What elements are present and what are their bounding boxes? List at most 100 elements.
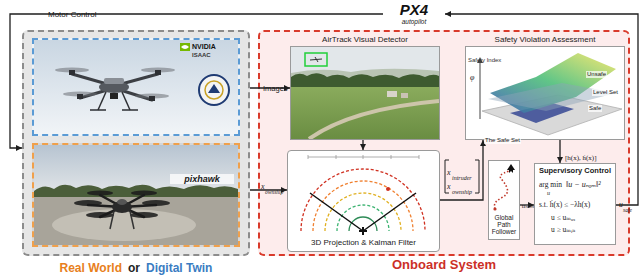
text-holder: ‖u − uₙₒₘ‖² [566,180,614,189]
art-ellipse [130,212,158,218]
logo-text: pixhawk [170,174,234,184]
signal-subscript: safe [623,207,632,213]
ruler [308,157,419,158]
edge-label-holder: uₙₒₘ [520,194,536,212]
text-holder: u ≤ uₘₐₓ [551,214,611,223]
formula-text: arg min [539,181,567,190]
seal-ring [205,81,223,99]
ground [34,197,238,245]
seal-emblem [208,84,220,93]
label-holder: x [261,175,265,193]
signal-label: [h(x), ḣ(x)] [565,154,597,162]
drone-camera [110,93,118,99]
building [387,91,397,97]
label-holder: [h(x), ḣ(x)] [565,146,597,164]
plot-annotation: Unsafe [586,71,607,78]
plot-annotation: The Safe Set [484,137,521,144]
edge-label-holder: Images [263,77,288,95]
hexacopter-legs [110,211,134,229]
art-ellipse [87,191,113,196]
axis [480,59,481,119]
nvidia-logo-mark [180,43,190,51]
art-rect [149,96,155,101]
state-symbol: x [447,168,451,177]
logo-text: PX4 [383,1,445,18]
simulation-panel: NVIDIAISAAC [32,38,240,136]
text-holder: Safety Violation Assessment [465,35,625,44]
art-line [419,155,420,159]
text-holder: autopilot [383,18,445,25]
caption-text: Real World [60,262,122,275]
label-holder: Unsafe [586,62,607,80]
onboard-panel: Onboard System AirTrack Visual Detector … [258,30,630,256]
box-heading: AirTrack Visual Detector [290,35,440,44]
panel-title: Onboard System [258,258,630,273]
trees [291,73,439,89]
label-holder: φ [470,66,474,84]
text-holder: arg min [539,181,567,190]
formula-text: ‖u − uₙₒₘ‖² [566,180,614,189]
camera-frame [291,47,439,139]
range-arc [301,169,425,231]
art-line [122,109,138,111]
hexacopter-dome [117,199,127,205]
label-holder: u [619,193,623,211]
label-holder: x [447,175,451,193]
art-line [98,92,106,110]
logo-text: ISAAC [192,52,238,59]
text-holder: NVIDIA [192,43,238,51]
aircraft-icon [507,164,515,173]
text-holder: u [547,190,555,197]
intruder-aircraft [310,57,322,62]
label-holder: Safe [588,96,602,114]
path-start [493,207,496,210]
state-subscript: ownship [452,189,472,196]
art-ellipse [142,200,170,206]
text-holder: Global Path Follower [489,214,519,235]
detector-box: AirTrack Visual Detector [290,46,440,140]
path-illustration [489,161,519,213]
edge-label: Motor Control [48,10,96,19]
path-follower-box: Global Path Follower [488,160,520,240]
edge-label: uₙₒₘ [522,202,535,210]
state-symbol: x [447,182,451,191]
signal-symbol: u [619,201,623,210]
art-line [363,155,364,159]
filter-box: 3D Projection & Kalman Filter [287,150,440,252]
environment-panel: Real WorldorDigital Twin [22,30,250,256]
logo-text: NVIDIA [192,43,238,51]
art-ellipse [74,200,102,206]
bracket-right [475,160,479,193]
art-rect [77,94,83,99]
track-point [386,187,390,191]
art-line [122,92,130,110]
text-holder: 3D Projection & Kalman Filter [288,238,439,247]
formula-text: u ≥ uₘᵢₙ [551,226,611,235]
art-line [336,155,337,159]
planned-path [494,171,509,209]
edge-label: Images [263,85,288,94]
text-holder: PX4 [383,1,445,18]
hexacopter-propellers [74,191,170,219]
box-label: Global Path Follower [489,214,519,235]
caption-row: Real WorldorDigital Twin [22,258,250,275]
art-line [110,211,114,229]
drone-motors [69,70,161,101]
box-heading: Safety Violation Assessment [465,35,625,44]
state-symbol: x [261,182,265,191]
axis-label: Safety Index [468,57,501,64]
art-rect [69,70,75,75]
label-holder: x [447,161,451,179]
art-line [391,155,392,159]
hexacopter-photo [34,145,238,245]
formula-text: u ≤ uₘₐₓ [551,214,611,223]
detection-box [305,53,327,66]
art-ellipse [131,191,157,196]
ownship-icon [359,227,367,235]
drone-top [104,78,124,84]
field [291,87,439,139]
logo-subtext: autopilot [383,18,445,25]
polar-plot [288,151,439,251]
caption-text: Digital Twin [146,262,212,275]
